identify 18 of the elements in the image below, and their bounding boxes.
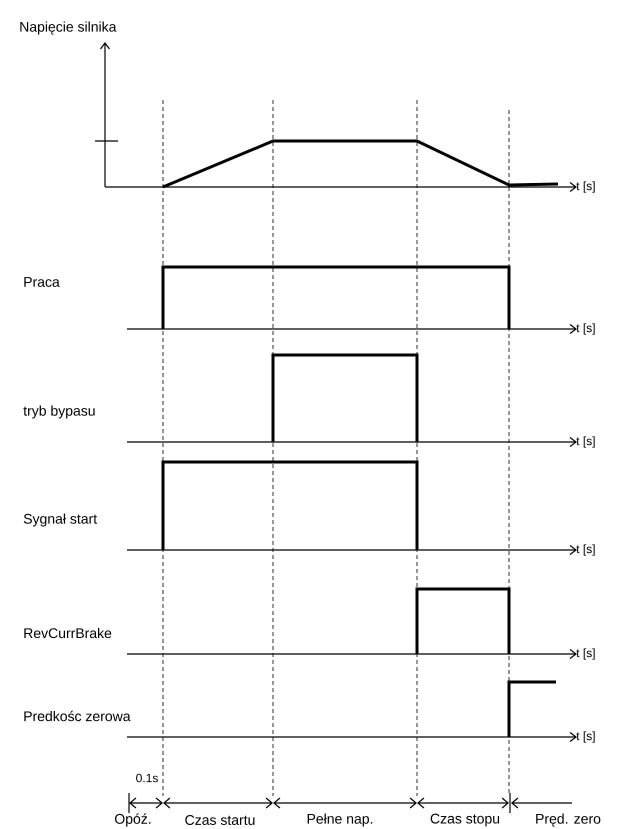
- signal-name: Praca: [24, 277, 60, 287]
- signal-name: tryb bypasu: [23, 405, 95, 419]
- phase-label: Czas startu: [185, 815, 254, 825]
- axis-unit: t [s]: [576, 731, 595, 743]
- axis-title: Napięcie silnika: [20, 21, 116, 35]
- axis-unit: t [s]: [576, 648, 595, 660]
- axis-unit: t [s]: [576, 181, 595, 193]
- phase-label: Pełne nap.: [308, 813, 372, 827]
- phase-label: Pręd. zero: [536, 813, 600, 827]
- signal-name: RevCurrBrake: [24, 628, 112, 638]
- axis-unit: t [s]: [576, 544, 595, 556]
- axis-unit: t [s]: [576, 323, 595, 335]
- phase-label: Czas stopu: [430, 814, 500, 826]
- phase-label: Opóź.: [114, 813, 150, 827]
- dimension-label: 0.1s: [136, 774, 158, 782]
- signal-name: Sygnał start: [24, 513, 97, 527]
- signal-name: Predkośc zerowa: [24, 710, 131, 722]
- axis-unit: t [s]: [576, 436, 595, 448]
